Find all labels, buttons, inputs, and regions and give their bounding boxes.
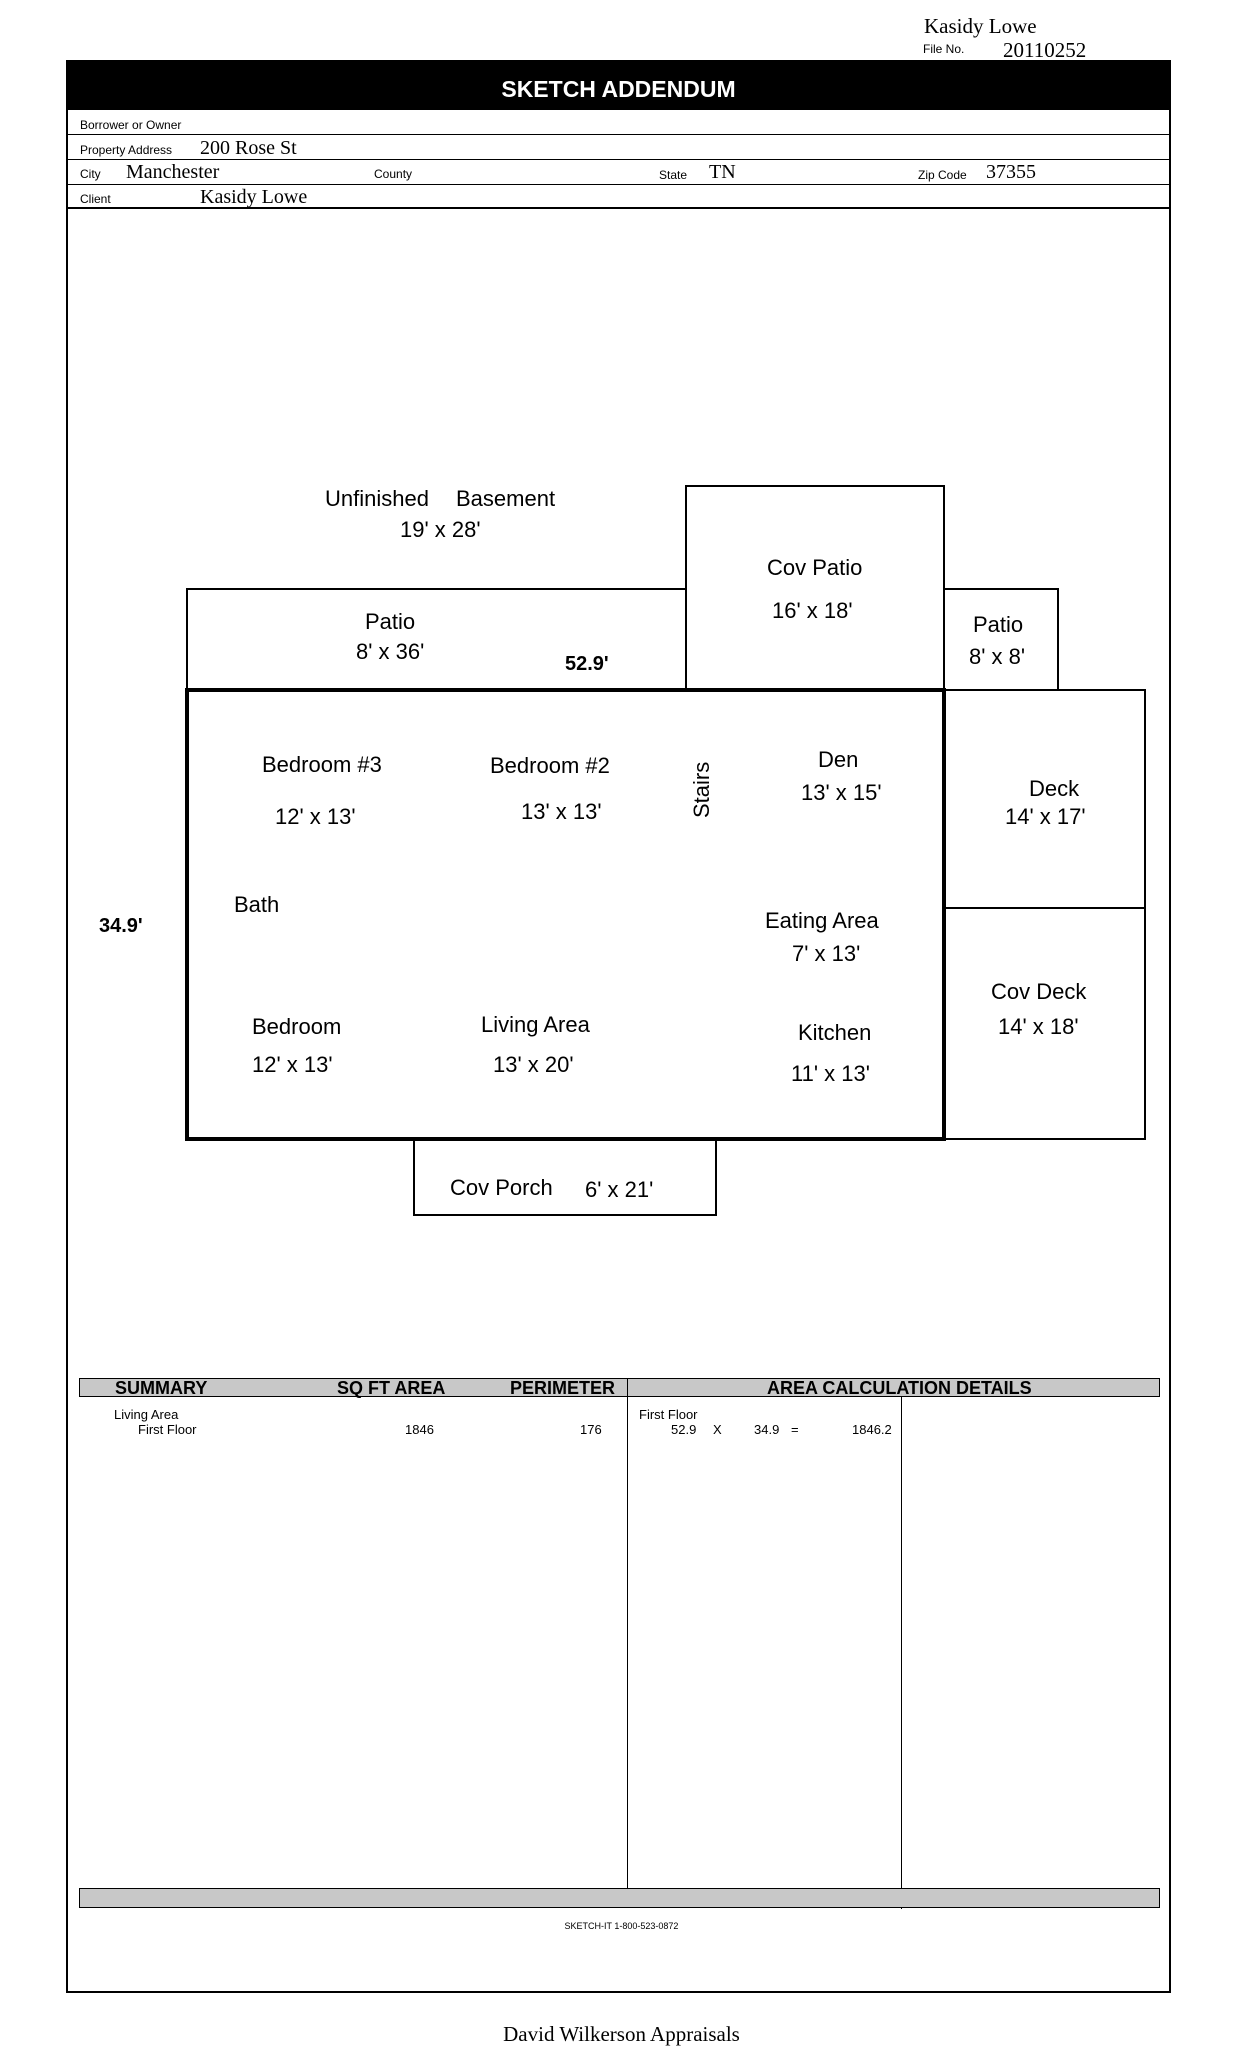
file-no-label: File No. [923, 42, 965, 56]
width-dimension: 52.9' [565, 653, 609, 675]
patio-small-dims: 8' x 8' [969, 644, 1025, 669]
calc-result: 1846.2 [852, 1422, 892, 1437]
eating-area-label: Eating Area [765, 908, 880, 933]
summary-row-label: First Floor [138, 1422, 197, 1437]
cov-porch-dims: 6' x 21' [585, 1177, 653, 1202]
living-area-label: Living Area [481, 1012, 591, 1037]
property-address-value: 200 Rose St [200, 137, 297, 159]
footer-company: David Wilkerson Appraisals [503, 2022, 740, 2046]
column-divider [627, 1378, 628, 1888]
sq-ft-area-heading: SQ FT AREA [337, 1378, 446, 1398]
basement-label-a: Unfinished [325, 486, 429, 511]
patio-large-dims: 8' x 36' [356, 639, 424, 664]
calc-equals: = [791, 1422, 799, 1437]
main-floor-outline [185, 688, 946, 1141]
summary-group-label: Living Area [114, 1407, 179, 1422]
eating-area-dims: 7' x 13' [792, 941, 860, 966]
summary-row-area: 1846 [405, 1422, 434, 1437]
cov-patio-dims: 16' x 18' [772, 598, 853, 623]
basement-label-b: Basement [456, 486, 555, 511]
height-dimension: 34.9' [99, 915, 143, 937]
stairs-label: Stairs [689, 762, 714, 818]
cov-patio-label: Cov Patio [767, 555, 862, 580]
summary-heading: SUMMARY [115, 1378, 208, 1398]
borrower-label: Borrower or Owner [80, 118, 182, 132]
patio-small-label: Patio [973, 612, 1023, 637]
kitchen-label: Kitchen [798, 1020, 871, 1045]
deck-label: Deck [1029, 776, 1080, 801]
page-title: SKETCH ADDENDUM [68, 62, 1169, 110]
zip-label: Zip Code [918, 168, 967, 182]
row-divider [68, 134, 1169, 135]
state-value: TN [709, 161, 736, 183]
sketch-it-credit: SKETCH-IT 1-800-523-0872 [564, 1921, 679, 1931]
bedroom2-dims: 13' x 13' [521, 799, 602, 824]
patio-large-outline [186, 588, 687, 691]
county-label: County [374, 167, 413, 181]
state-label: State [659, 168, 688, 182]
zip-value: 37355 [986, 161, 1036, 183]
perimeter-heading: PERIMETER [510, 1378, 616, 1398]
row-divider [68, 159, 1169, 160]
calc-value-a: 52.9 [671, 1422, 697, 1437]
cov-deck-dims: 14' x 18' [998, 1014, 1079, 1039]
client-label: Client [80, 192, 111, 206]
client-value: Kasidy Lowe [200, 186, 308, 208]
form-frame [66, 60, 1171, 1993]
patio-small-outline [943, 588, 1059, 691]
cov-deck-label: Cov Deck [991, 979, 1087, 1004]
kitchen-dims: 11' x 13' [791, 1061, 870, 1086]
calc-value-b: 34.9 [754, 1422, 780, 1437]
living-area-dims: 13' x 20' [493, 1052, 574, 1077]
property-address-label: Property Address [80, 143, 173, 157]
file-no-value: 20110252 [1003, 38, 1087, 62]
bedroom-dims: 12' x 13' [252, 1052, 333, 1077]
calc-floor-label: First Floor [639, 1407, 698, 1422]
column-divider [901, 1397, 902, 1909]
bedroom3-dims: 12' x 13' [275, 804, 356, 829]
row-divider [68, 184, 1169, 185]
patio-large-label: Patio [365, 609, 415, 634]
city-label: City [80, 167, 101, 181]
deck-dims: 14' x 17' [1005, 804, 1086, 829]
bath-label: Bath [234, 892, 279, 917]
summary-footer-bar [79, 1888, 1160, 1908]
row-divider [68, 207, 1169, 209]
bedroom2-label: Bedroom #2 [490, 753, 610, 778]
bedroom-label: Bedroom [252, 1014, 341, 1039]
city-value: Manchester [126, 161, 220, 183]
calc-operator: X [713, 1422, 722, 1437]
cov-patio-outline [685, 485, 945, 691]
den-dims: 13' x 15' [801, 780, 882, 805]
area-calc-heading: AREA CALCULATION DETAILS [767, 1378, 1032, 1398]
den-label: Den [818, 747, 858, 772]
summary-header-bar [79, 1378, 1160, 1397]
cov-porch-label: Cov Porch [450, 1175, 553, 1200]
summary-row-perimeter: 176 [580, 1422, 602, 1437]
basement-dims: 19' x 28' [400, 517, 481, 542]
bedroom3-label: Bedroom #3 [262, 752, 382, 777]
header-name: Kasidy Lowe [924, 14, 1037, 38]
